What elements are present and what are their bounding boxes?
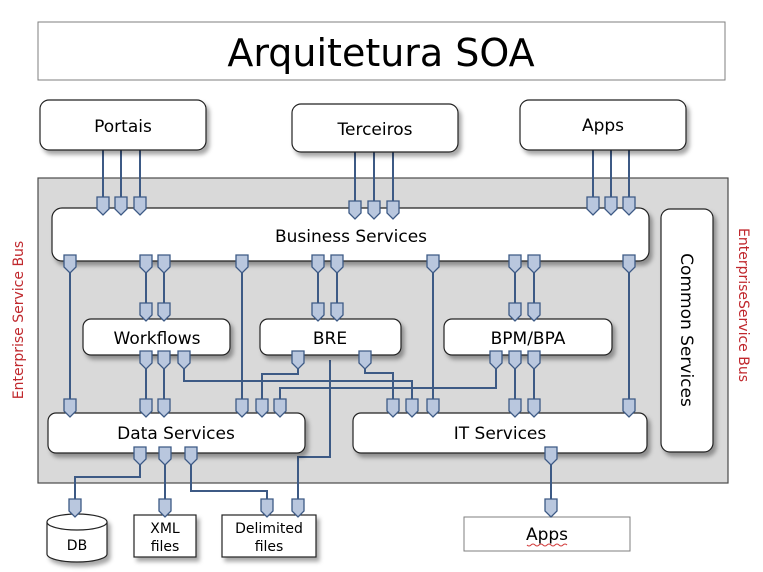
bus-label-right: EnterpriseService Bus (735, 228, 751, 382)
workflows-bottom-plug (139, 350, 153, 370)
title-box (37, 21, 726, 81)
business-bottom-plug (157, 254, 171, 274)
bre-label: BRE (313, 329, 347, 349)
data-bottom-plug (133, 446, 147, 466)
portais-plug (114, 196, 128, 216)
delimited-files-box (221, 514, 317, 558)
business-bottom-plug (508, 254, 522, 274)
bre-bottom-plug (291, 350, 305, 370)
apps-bottom-plug (544, 498, 558, 518)
bottom-layer-plug (426, 398, 440, 418)
bpm-bottom-plug (527, 350, 541, 370)
connector-plugs (63, 196, 636, 518)
business-services-label: Business Services (275, 227, 427, 247)
data-top-plug (139, 398, 153, 418)
data-bottom-plug (158, 446, 172, 466)
apps-plug (604, 196, 618, 216)
apps-plug (586, 196, 600, 216)
portais-box (39, 99, 207, 151)
business-bottom-plug (235, 254, 249, 274)
delimited-plug (291, 498, 305, 518)
bus-label-left: Enterprise Service Bus (11, 241, 27, 399)
apps-spellcheck-underline (526, 543, 568, 547)
terceiros-plug (367, 200, 381, 220)
terceiros-plug (386, 200, 400, 220)
bre-box (259, 318, 402, 356)
apps-box-top (519, 99, 687, 151)
workflows-bottom-plug (177, 350, 191, 370)
portais-plug (96, 196, 110, 216)
bpm-data-link (279, 360, 497, 408)
data-top-plug (255, 398, 269, 418)
business-bottom-plug (622, 254, 636, 274)
delimited-label-line1: Delimited (235, 521, 303, 537)
it-services-label: IT Services (454, 424, 547, 444)
business-bottom-plug (139, 254, 153, 274)
bottom-layer-plug (235, 398, 249, 418)
page-title: Arquitetura SOA (227, 31, 534, 75)
apps-plug (622, 196, 636, 216)
it-bottom-plug (544, 446, 558, 466)
terceiros-label: Terceiros (337, 120, 413, 140)
middle-top-plug (330, 302, 344, 322)
middle-top-plug (311, 302, 325, 322)
bpm-bottom-plug (508, 350, 522, 370)
portais-label: Portais (94, 117, 152, 137)
xml-label-line2: files (151, 539, 180, 555)
apps-top-label: Apps (582, 116, 624, 136)
data-top-plug (273, 398, 287, 418)
xml-label-line1: XML (150, 521, 180, 537)
it-services-box (352, 412, 648, 454)
bre-bottom-plug (358, 350, 372, 370)
workflows-it-link (183, 360, 413, 408)
terceiros-plug (348, 200, 362, 220)
it-top-plug (405, 398, 419, 418)
it-top-plug (508, 398, 522, 418)
data-services-label: Data Services (117, 424, 235, 444)
xml-plug (158, 498, 172, 518)
data-bottom-plug (184, 446, 198, 466)
workflows-bottom-plug (157, 350, 171, 370)
common-services-box (660, 208, 714, 453)
middle-top-plug (527, 302, 541, 322)
business-bottom-plug (63, 254, 77, 274)
bpm-bottom-plug (489, 350, 503, 370)
xml-files-box (133, 514, 197, 558)
it-top-plug (527, 398, 541, 418)
middle-top-plug (139, 302, 153, 322)
bottom-layer-plug (63, 398, 77, 418)
db-label: DB (67, 538, 87, 554)
middle-top-plug (508, 302, 522, 322)
business-bottom-plug (311, 254, 325, 274)
data-services-box (47, 412, 306, 454)
terceiros-box (291, 103, 459, 153)
workflows-label: Workflows (114, 329, 201, 349)
portais-plug (133, 196, 147, 216)
workflows-box (82, 318, 231, 356)
middle-top-plug (157, 302, 171, 322)
it-top-plug (386, 398, 400, 418)
business-bottom-plug (426, 254, 440, 274)
delimited-plug (260, 498, 274, 518)
bpm-bpa-label: BPM/BPA (491, 329, 566, 349)
bottom-layer-plug (622, 398, 636, 418)
db-plug (68, 498, 82, 518)
bre-delimited-link (297, 360, 331, 508)
delimited-label-line2: files (255, 539, 284, 555)
data-top-plug (157, 398, 171, 418)
data-db-link (74, 456, 141, 508)
business-bottom-plug (527, 254, 541, 274)
db-cylinder (46, 513, 108, 563)
common-services-label: Common Services (676, 253, 696, 407)
apps-bottom-label: Apps (526, 525, 568, 545)
business-bottom-plug (330, 254, 344, 274)
